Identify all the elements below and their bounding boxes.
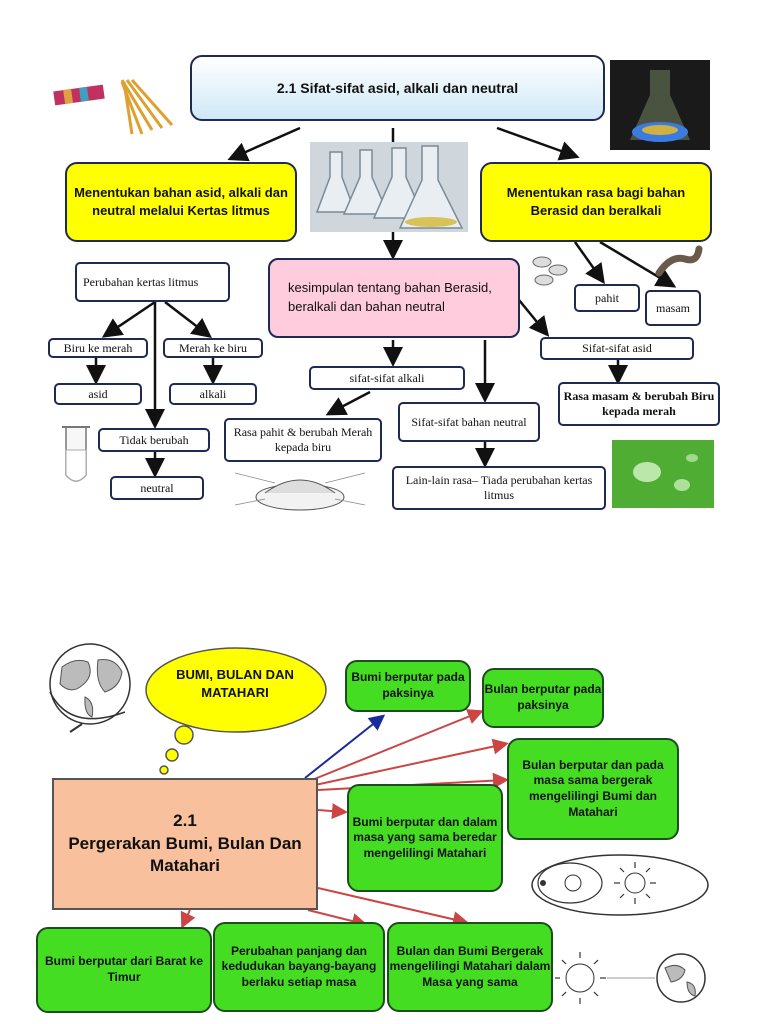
node-center: 2.1 Pergerakan Bumi, Bulan Dan Matahari	[52, 778, 318, 910]
node-neutral-properties-desc: Lain-lain rasa– Tiada perubahan kertas l…	[392, 466, 606, 510]
diagram1-connectors	[86, 126, 677, 478]
thought-cloud	[136, 640, 341, 780]
tamarind-icon	[655, 245, 703, 279]
cloud-title: BUMI, BULAN DAN MATAHARI	[176, 667, 294, 700]
water-drops-leaf-icon	[612, 440, 714, 508]
globe-icon	[40, 632, 136, 742]
node-acid-properties-desc: Rasa masam & berubah Biru kepada merah	[558, 382, 720, 426]
center-number: 2.1	[173, 810, 197, 830]
orbit-diagram-icon	[525, 848, 715, 922]
node-litmus-change: Perubahan kertas litmus	[75, 262, 230, 302]
diagram1-title: 2.1 Sifat-sifat asid, alkali dan neutral	[190, 55, 605, 121]
beakers-photo-icon	[310, 142, 468, 232]
node-earth-west-east: Bumi berputar dari Barat ke Timur	[36, 927, 212, 1013]
node-conclusion: kesimpulan tentang bahan Berasid, beralk…	[268, 258, 520, 338]
node-taste-method: Menentukan rasa bagi bahan Berasid dan b…	[480, 162, 712, 242]
tongue-diagram-icon	[225, 465, 375, 517]
node-red-to-blue: Merah ke biru	[163, 338, 263, 358]
node-alkali-properties: sifat-sifat alkali	[309, 366, 465, 390]
node-alkali-properties-desc: Rasa pahit & berubah Merah kepada biru	[224, 418, 382, 462]
tablets-icon	[530, 252, 572, 292]
litmus-paper-icon	[52, 70, 182, 140]
node-blue-to-red: Biru ke merah	[48, 338, 148, 358]
node-bitter: pahit	[574, 284, 640, 312]
node-sour: masam	[645, 290, 701, 326]
node-shadow-change: Perubahan panjang dan kedudukan bayang-b…	[213, 922, 385, 1012]
node-neutral-properties: Sifat-sifat bahan neutral	[398, 402, 540, 442]
node-litmus-method: Menentukan bahan asid, alkali dan neutra…	[65, 162, 297, 242]
node-earth-rotates-axis: Bumi berputar pada paksinya	[345, 660, 471, 712]
node-moon-orbits: Bulan berputar dan pada masa sama berger…	[507, 738, 679, 840]
node-alkali: alkali	[169, 383, 257, 405]
node-acid: asid	[54, 383, 142, 405]
node-acid-properties: Sifat-sifat asid	[540, 337, 694, 360]
flask-photo-icon	[610, 60, 710, 150]
node-earth-orbits-sun: Bumi berputar dan dalam masa yang sama b…	[347, 784, 503, 892]
node-moon-earth-orbit: Bulan dan Bumi Bergerak mengelilingi Mat…	[387, 922, 553, 1012]
sun-earth-icon	[555, 948, 715, 1018]
node-moon-rotates-axis: Bulan berputar pada paksinya	[482, 668, 604, 728]
center-title: Pergerakan Bumi, Bulan Dan Matahari	[68, 833, 302, 876]
node-no-change: Tidak berubah	[98, 428, 210, 452]
node-neutral: neutral	[110, 476, 204, 500]
test-tube-icon	[58, 425, 94, 487]
